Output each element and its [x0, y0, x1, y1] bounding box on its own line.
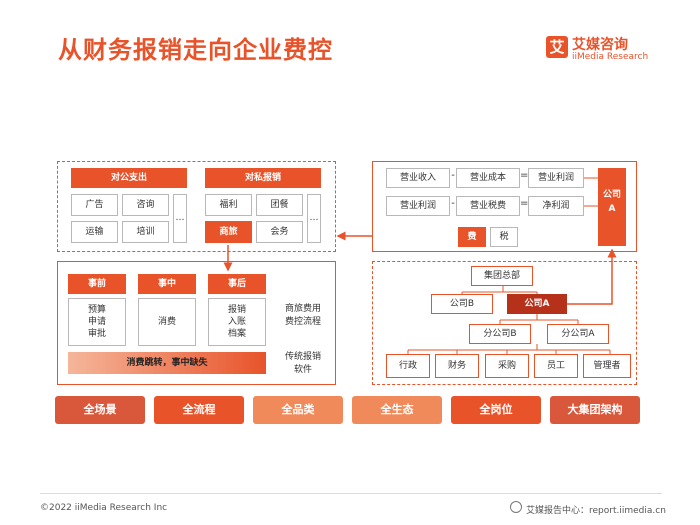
public-item-more: …: [173, 194, 187, 243]
org-hq: 集团总部: [471, 266, 533, 286]
equals-op-1: =: [520, 170, 529, 181]
expense-types-panel: [57, 161, 336, 252]
public-item-consult: 咨询: [122, 194, 169, 216]
page-title: 从财务报销走向企业费控: [58, 36, 333, 64]
tag-group-structure: 大集团架构: [550, 396, 640, 424]
process-panel: [57, 261, 336, 385]
cost-box: 营业成本: [456, 168, 520, 188]
stage-before-detail: 预算 申请 审批: [68, 298, 126, 346]
brand-name: 艾媒咨询: [572, 37, 628, 53]
tag-all-ecosystem: 全生态: [352, 396, 442, 424]
operating-profit-box-2: 营业利润: [386, 196, 450, 216]
dept-purchase: 采购: [485, 354, 529, 378]
detail-consume: 消费: [157, 317, 176, 327]
stage-before: 事前: [68, 274, 126, 294]
stage-during-detail: 消费: [138, 298, 196, 346]
tax-box: 税: [490, 227, 518, 247]
private-item-conference: 会务: [256, 221, 303, 243]
public-item-ads: 广告: [71, 194, 118, 216]
org-branch-a: 分公司A: [547, 324, 609, 344]
profit-panel: [372, 161, 637, 252]
company-up-arrow: [567, 248, 617, 305]
net-profit-box: 净利润: [528, 196, 584, 216]
tag-all-category: 全品类: [253, 396, 343, 424]
consumption-gap-bar: 消费跳转，事中缺失: [68, 352, 266, 374]
public-expense-header: 对公支出: [71, 168, 187, 188]
org-company-a: 公司A: [507, 294, 567, 314]
org-tree-lines: [407, 286, 611, 354]
private-item-welfare: 福利: [205, 194, 252, 216]
tag-all-process: 全流程: [154, 396, 244, 424]
software-side-label: 传统报销 软件: [284, 352, 321, 375]
detail-approve: 审批: [87, 329, 106, 339]
stage-during: 事中: [138, 274, 196, 294]
private-item-group-meal: 团餐: [256, 194, 303, 216]
footer-report-center: 艾媒报告中心：report.iimedia.cn: [526, 506, 666, 516]
tag-all-position: 全岗位: [451, 396, 541, 424]
org-branch-b: 分公司B: [469, 324, 531, 344]
operating-profit-box: 营业利润: [528, 168, 584, 188]
tax-fee-box: 营业税费: [456, 196, 520, 216]
stage-after: 事后: [208, 274, 266, 294]
detail-account: 入账: [227, 317, 246, 327]
footer-copyright: ©2022 iiMedia Research Inc: [40, 503, 168, 513]
dept-finance: 财务: [435, 354, 479, 378]
org-company-b: 公司B: [431, 294, 493, 314]
private-item-travel: 商旅: [205, 221, 252, 243]
public-item-training: 培训: [122, 221, 169, 243]
org-panel: [372, 261, 637, 385]
detail-reimburse: 报销: [227, 305, 246, 315]
stage-after-detail: 报销 入账 档案: [208, 298, 266, 346]
company-a-vertical-box: 公司 A: [598, 168, 626, 246]
dept-staff: 员工: [534, 354, 578, 378]
private-expense-header: 对私报销: [205, 168, 321, 188]
detail-budget: 预算: [87, 305, 106, 315]
brand-logo-icon: 艾: [546, 36, 568, 58]
brand-name-en: iiMedia Research: [572, 52, 649, 62]
dept-manager: 管理者: [583, 354, 631, 378]
dept-admin: 行政: [386, 354, 430, 378]
detail-apply: 申请: [87, 317, 106, 327]
public-item-transport: 运输: [71, 221, 118, 243]
private-item-more: …: [307, 194, 321, 243]
globe-icon: [510, 501, 522, 513]
process-side-label: 商旅费用 费控流程: [284, 304, 321, 327]
detail-archive: 档案: [227, 329, 246, 339]
minus-op-1: -: [451, 170, 455, 181]
fee-box: 费: [458, 227, 486, 247]
equals-op-2: =: [520, 198, 529, 209]
footer-divider: [40, 493, 662, 494]
revenue-box: 营业收入: [386, 168, 450, 188]
tag-all-scenario: 全场景: [55, 396, 145, 424]
minus-op-2: -: [451, 198, 455, 209]
